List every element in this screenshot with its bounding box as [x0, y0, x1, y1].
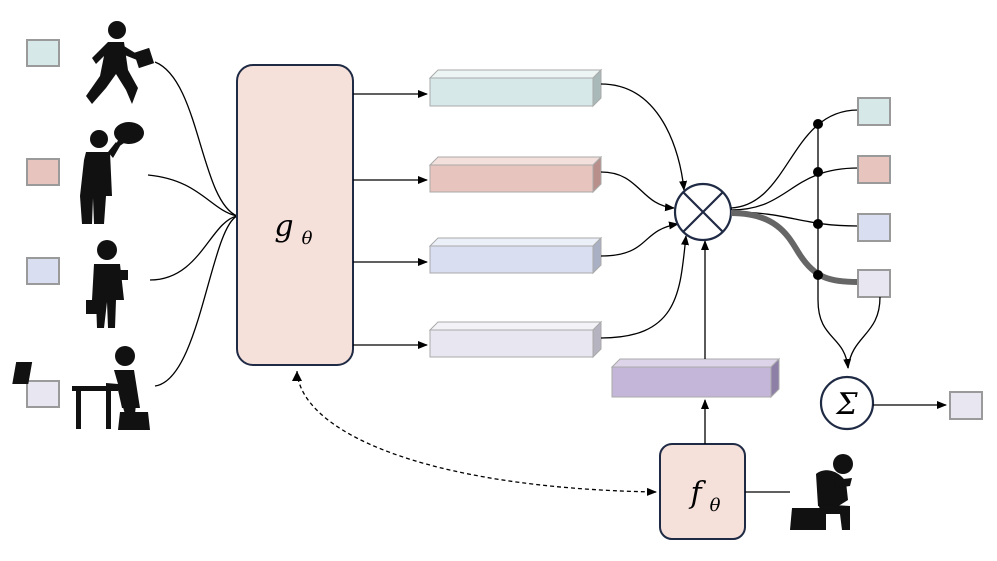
encoder-g-label: g	[274, 209, 293, 244]
weight-square-1	[857, 97, 891, 126]
weight-square-2	[857, 155, 891, 184]
shared-parameters-arrowhead	[292, 371, 302, 381]
encoder-g-subscript: θ	[302, 228, 313, 249]
walking-with-briefcase-icon	[86, 21, 155, 104]
embedding-bar-blue	[428, 236, 603, 275]
output-square	[949, 391, 983, 420]
input-connectors	[147, 61, 238, 387]
multiply-node	[673, 182, 733, 242]
input-square-4	[26, 380, 60, 408]
distressed-seated-person-icon	[790, 454, 853, 530]
encoder-f-subscript: θ	[710, 495, 721, 516]
standing-with-briefcase-icon	[86, 240, 128, 328]
encoder-output-arrows	[353, 90, 428, 349]
sum-symbol: Σ	[835, 387, 858, 422]
talking-on-phone-icon	[80, 122, 144, 224]
multiply-to-output-connectors	[730, 109, 859, 227]
working-at-laptop-icon	[12, 346, 150, 430]
shared-parameters-link	[296, 370, 657, 496]
selector-dots	[813, 119, 823, 280]
query-embedding-bar	[610, 357, 781, 399]
embedding-bar-red	[428, 155, 603, 194]
input-square-3	[26, 257, 60, 285]
to-sum-connectors	[817, 296, 881, 369]
bar-to-multiply-connectors	[600, 83, 689, 339]
input-square-1	[26, 39, 60, 67]
sum-node	[819, 375, 875, 431]
encoder-g-box	[236, 64, 354, 366]
encoder-f-box	[659, 443, 746, 540]
embedding-bar-teal	[428, 68, 603, 108]
embedding-bar-lavender	[428, 320, 603, 359]
highlighted-weight-path	[730, 210, 859, 285]
weight-square-4	[857, 269, 891, 298]
weight-square-3	[857, 213, 891, 242]
input-square-2	[26, 158, 60, 186]
